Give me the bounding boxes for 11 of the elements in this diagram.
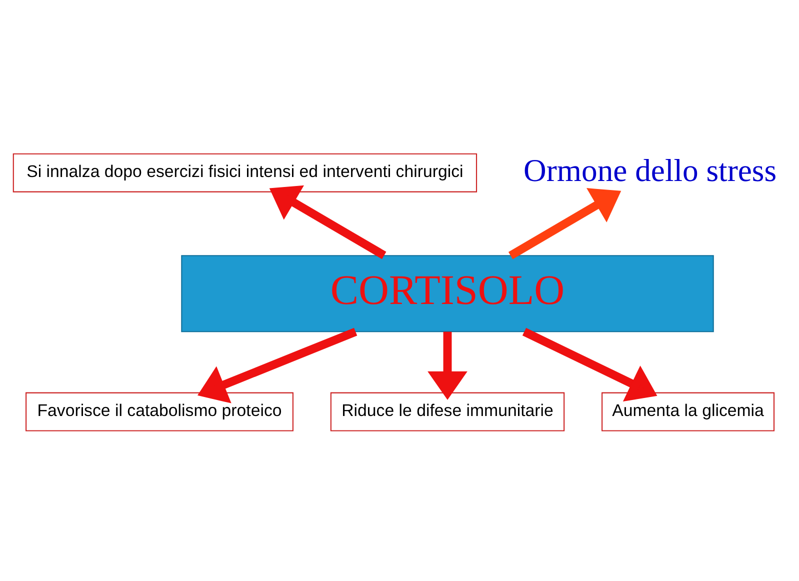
arrow — [198, 327, 358, 403]
node-box: CORTISOLO — [181, 254, 714, 332]
arrow — [522, 327, 658, 401]
node-box: Si innalza dopo esercizi fisici intensi ed interventi chirurgici — [12, 152, 478, 192]
node-box: Aumenta la glicemia — [602, 392, 775, 431]
arrow — [508, 188, 622, 259]
node-box: Favorisce il catabolismo proteico — [26, 392, 294, 431]
arrow — [428, 331, 468, 400]
node-text: Ormone dello stress — [524, 152, 777, 188]
node-box: Riduce le difese immunitarie — [330, 392, 565, 431]
arrow — [269, 184, 386, 259]
